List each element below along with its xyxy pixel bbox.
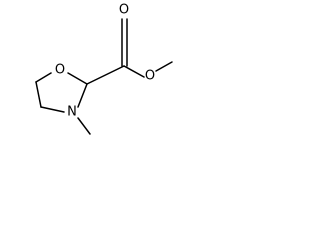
bond-n3-methyl [77,117,91,135]
ring-nitrogen-label: N [67,105,77,120]
bond-c4-c5 [35,81,42,108]
bond-c2-n3 [77,83,88,108]
bond-carbonyl-ester-o [123,65,145,78]
bond-c5-o1 [35,72,52,83]
bond-o1-c2 [67,72,88,85]
ring-oxygen-label: O [55,63,65,78]
bond-ester-o-methyl [155,61,173,72]
carbonyl-oxygen-label: O [119,3,129,18]
ester-oxygen-label: O [145,69,155,84]
bond-c2-carbonyl [86,65,125,85]
bond-n3-c4 [40,106,65,113]
molecule-structure: O N O O [35,3,173,135]
